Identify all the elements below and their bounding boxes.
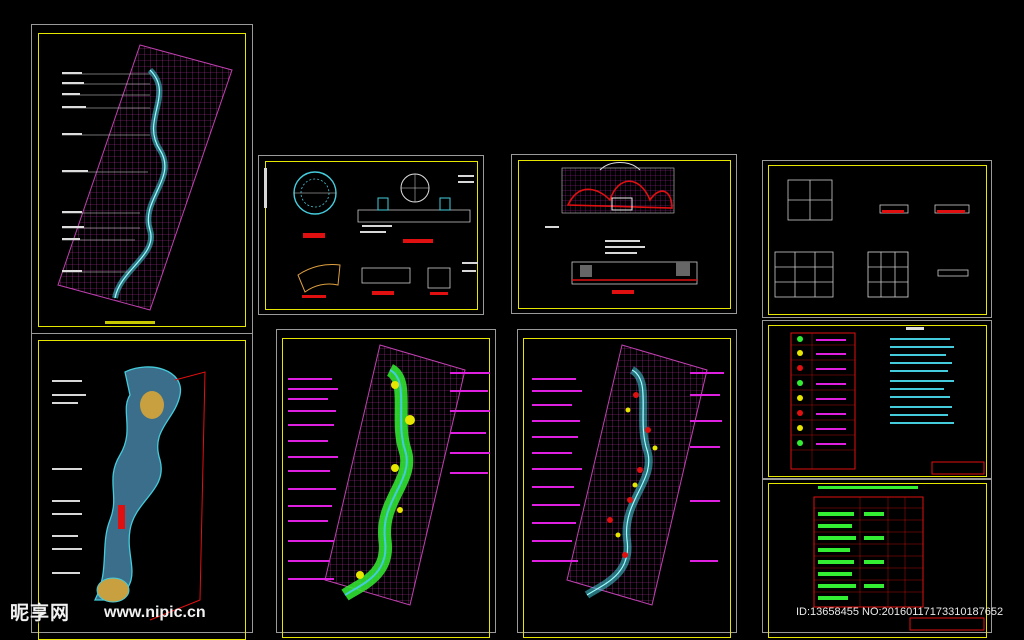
paving-detail-drawing [774,179,970,298]
schedule-table-drawing [813,486,985,631]
sheet-frame [38,33,246,327]
wall-elevation-sheet [511,154,737,314]
watermark-site-url: www.nipic.cn [104,604,206,621]
watermark-logo: 昵享网 [10,602,71,624]
fountain-detail-sheet [258,155,484,315]
wall-elevation-drawing [545,162,698,294]
sheet-frame [768,325,987,477]
sheet-frame [518,160,731,309]
planting-plan-drawing [288,344,490,606]
watermark-id-text: ID:13658455 NO:20160117173310187652 [796,606,1004,618]
fountain-detail-drawing [264,168,478,298]
sheet-frame [768,165,987,315]
paving-detail-sheet [762,160,992,318]
sheet-frame [265,161,478,310]
legend-table-drawing [790,327,985,475]
legend-table-sheet [762,320,992,480]
plan-grid-drawing [57,44,233,324]
layout-plan-drawing [52,366,206,621]
plant-points-drawing [532,344,724,606]
